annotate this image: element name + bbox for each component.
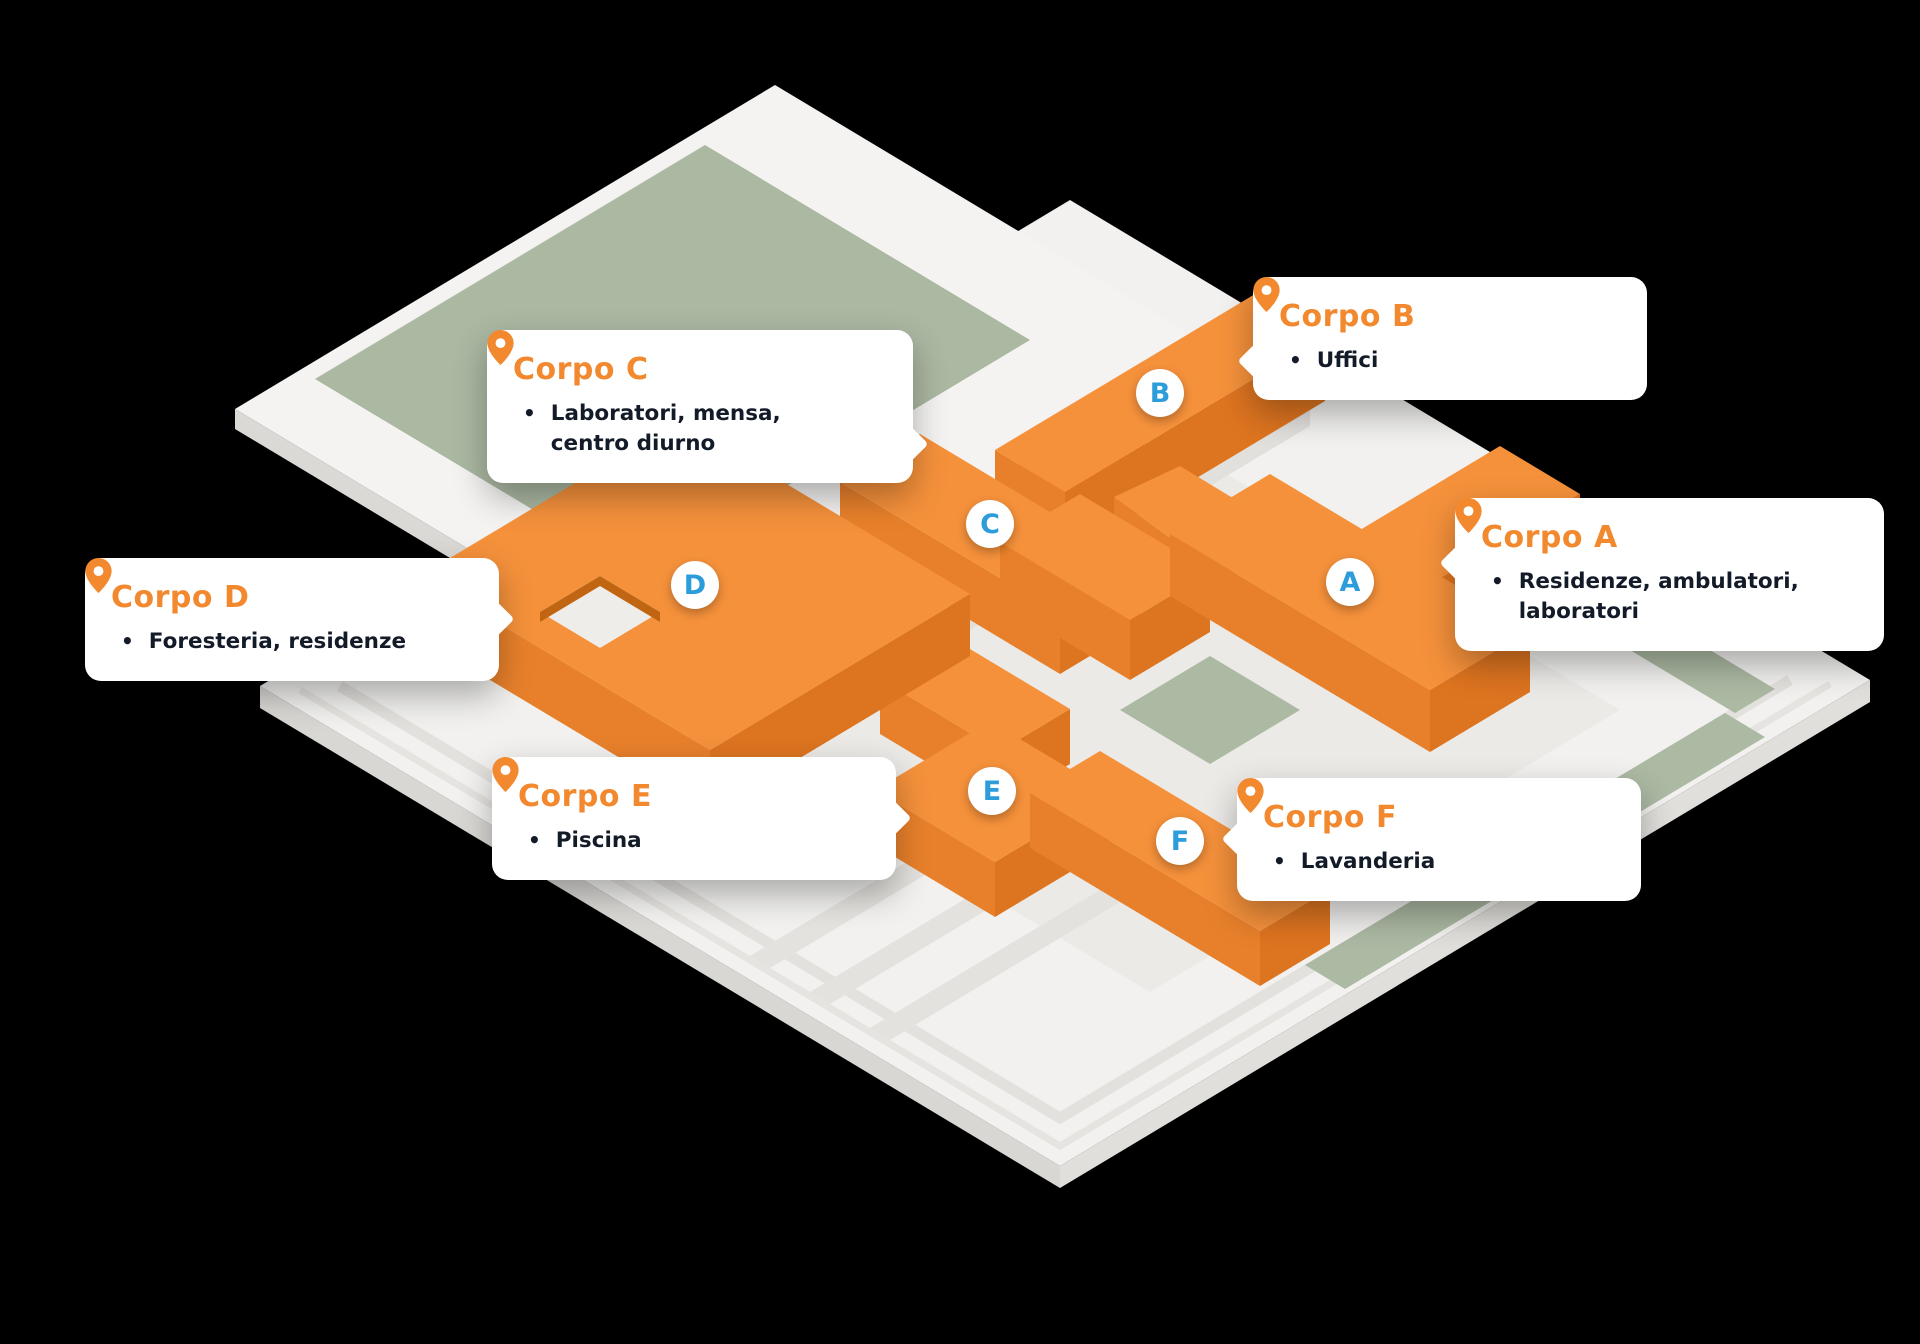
callout-corpo-e-title: Corpo E bbox=[518, 779, 652, 814]
pin-icon bbox=[1455, 498, 1482, 533]
base-plate-side-right bbox=[1060, 680, 1870, 1188]
callout-corpo-f: Corpo F • Lavanderia bbox=[1221, 778, 1641, 902]
badge-corpo-d[interactable]: D bbox=[671, 561, 719, 609]
badge-corpo-b[interactable]: B bbox=[1136, 369, 1184, 417]
badge-corpo-f[interactable]: F bbox=[1156, 817, 1204, 865]
building-corpo-f-left bbox=[1030, 793, 1260, 986]
callout-corpo-c-title: Corpo C bbox=[513, 352, 649, 387]
parking-strip-3 bbox=[870, 878, 1140, 1040]
building-corpo-c-left bbox=[840, 482, 1060, 674]
building-central-left bbox=[1000, 542, 1130, 680]
pin-icon bbox=[492, 757, 519, 792]
bullet-dot: • bbox=[528, 828, 541, 852]
badge-letter-f: F bbox=[1170, 825, 1190, 857]
pin-icon bbox=[487, 330, 514, 365]
callout-corpo-d-description: Foresteria, residenze bbox=[148, 629, 407, 654]
badge-letter-d: D bbox=[683, 569, 707, 601]
callout-corpo-a: Corpo A • Residenze, ambulatori, laborat… bbox=[1439, 498, 1884, 652]
callout-corpo-b-title: Corpo B bbox=[1279, 299, 1416, 334]
callout-corpo-d: Corpo D • Foresteria, residenze bbox=[85, 558, 515, 682]
pin-icon bbox=[1237, 778, 1264, 813]
building-corpo-d-courtyard-wall-1 bbox=[540, 576, 600, 622]
callout-corpo-f-description: Lavanderia bbox=[1300, 849, 1436, 874]
badge-letter-c: C bbox=[980, 508, 1000, 540]
pin-icon bbox=[1253, 277, 1280, 312]
building-corpo-a-right bbox=[1430, 630, 1530, 752]
callout-corpo-e-description: Piscina bbox=[555, 828, 642, 853]
badge-corpo-e[interactable]: E bbox=[968, 767, 1016, 815]
callout-corpo-d-title: Corpo D bbox=[111, 580, 250, 615]
callout-corpo-a-title: Corpo A bbox=[1481, 520, 1618, 555]
callout-corpo-f-title: Corpo F bbox=[1263, 800, 1397, 835]
building-corpo-f-right bbox=[1260, 889, 1330, 986]
badge-letter-e: E bbox=[982, 775, 1002, 807]
bullet-dot: • bbox=[1273, 849, 1286, 873]
building-corpo-d-courtyard-wall-2 bbox=[600, 576, 660, 622]
callout-corpo-c: Corpo C • Laboratori, mensa, centro diur… bbox=[487, 330, 929, 484]
callout-corpo-e: Corpo E • Piscina bbox=[492, 757, 912, 881]
building-corpo-a-left bbox=[1170, 534, 1430, 752]
callout-corpo-b-description: Uffici bbox=[1316, 348, 1379, 373]
bullet-dot: • bbox=[121, 629, 134, 653]
badge-corpo-c[interactable]: C bbox=[966, 500, 1014, 548]
base-plate-side-left bbox=[260, 686, 1060, 1188]
badge-letter-b: B bbox=[1149, 377, 1171, 409]
building-central-top bbox=[1000, 494, 1210, 620]
badge-corpo-a[interactable]: A bbox=[1326, 558, 1374, 606]
callout-corpo-c-description: Laboratori, mensa, centro diurno bbox=[550, 401, 781, 457]
pin-icon bbox=[85, 558, 112, 593]
callout-corpo-a-description: Residenze, ambulatori, laboratori bbox=[1518, 569, 1799, 625]
courtyard-green bbox=[1120, 656, 1300, 764]
callout-corpo-b: Corpo B • Uffici bbox=[1237, 277, 1647, 401]
bullet-dot: • bbox=[1491, 569, 1504, 593]
bullet-dot: • bbox=[1289, 348, 1302, 372]
bullet-dot: • bbox=[523, 401, 536, 425]
badge-letter-a: A bbox=[1339, 566, 1361, 598]
